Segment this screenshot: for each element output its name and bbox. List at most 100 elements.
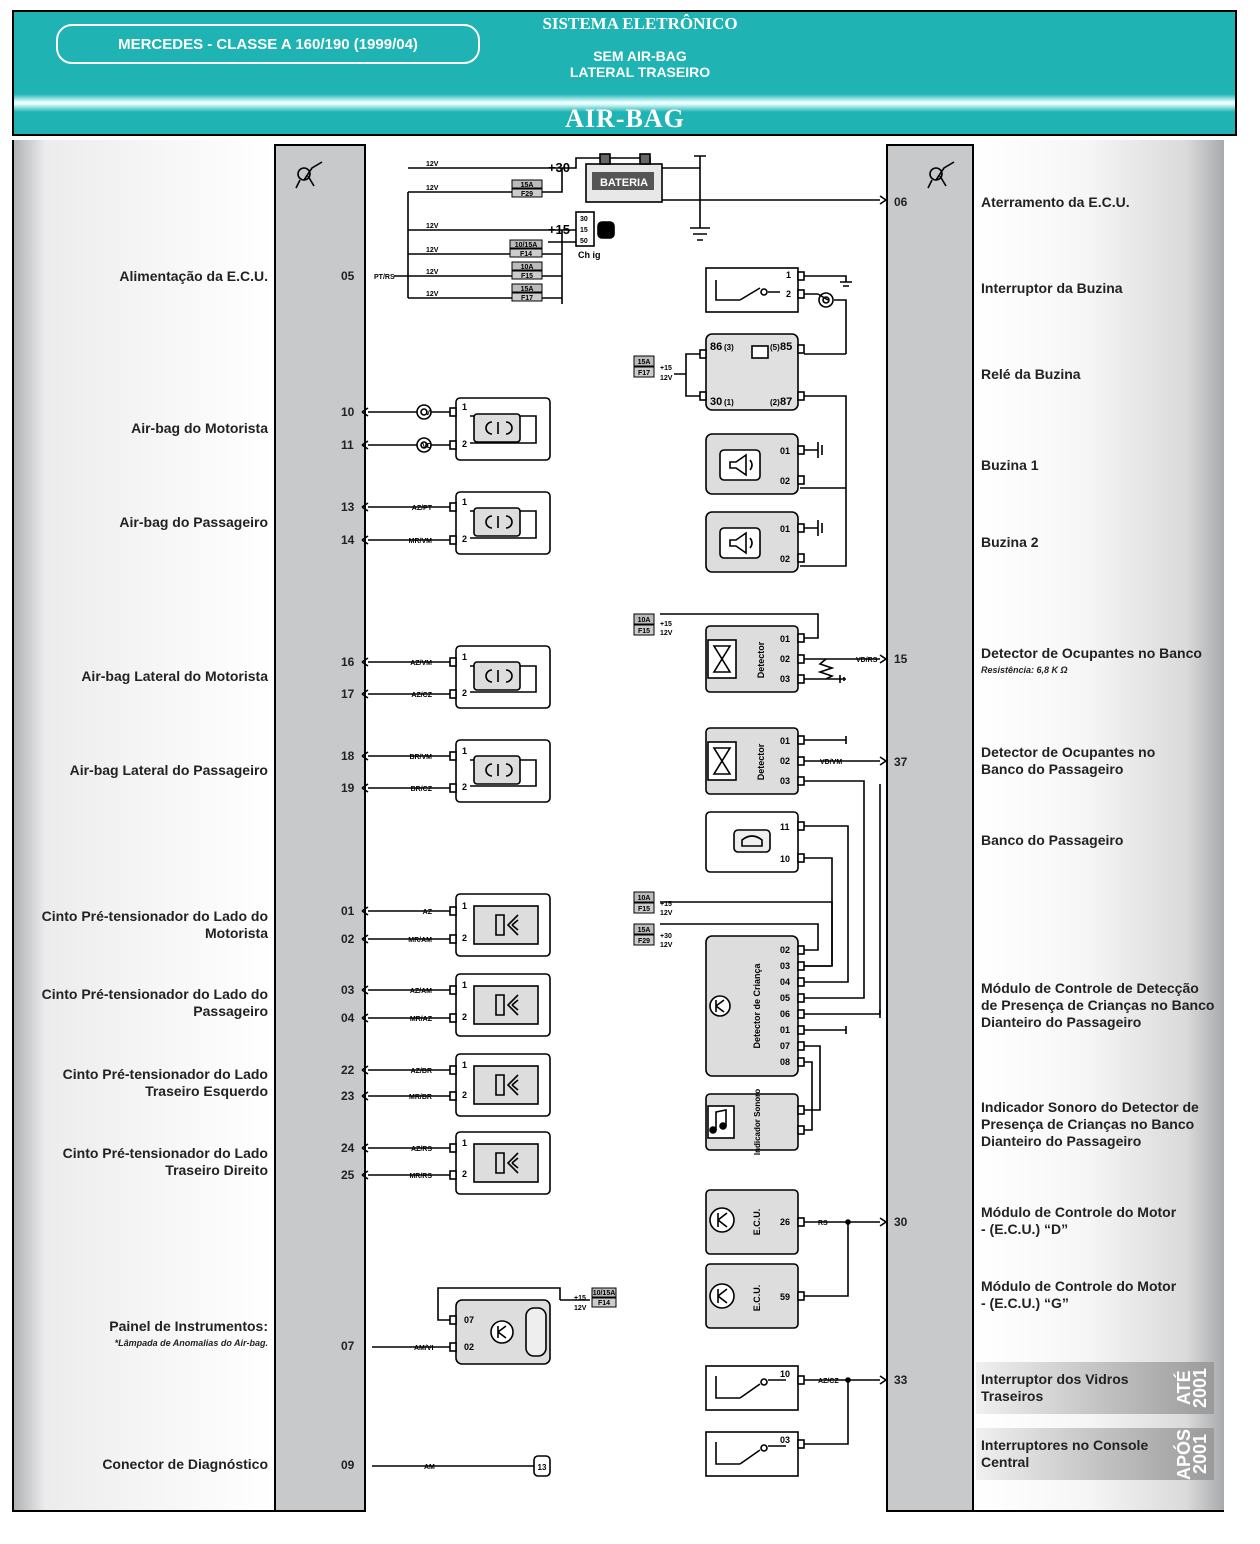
- svg-text:10: 10: [780, 1369, 790, 1379]
- airbag-icon: [473, 755, 521, 785]
- label-diagnostico: Conector de Diagnóstico: [102, 1456, 268, 1472]
- svg-text:VD/RS: VD/RS: [856, 657, 878, 664]
- svg-text:+15: +15: [660, 621, 672, 628]
- label-cinto-motorista: Cinto Pré-tensionador do Lado do Motoris…: [41, 908, 268, 941]
- svg-text:E.C.U.: E.C.U.: [752, 1285, 762, 1312]
- label-painel-title: Painel de Instrumentos:: [109, 1318, 268, 1334]
- wire-color: VI: [425, 410, 432, 417]
- ecu-pin: 23: [341, 1089, 355, 1103]
- pin-terminal: [449, 1013, 457, 1023]
- pin-terminal: [797, 1025, 805, 1035]
- ecu-connector-right: [886, 144, 974, 1512]
- svg-text:10A: 10A: [638, 617, 651, 624]
- airbag-icon: [473, 661, 521, 691]
- wire: [368, 411, 450, 446]
- pin-terminal: [449, 985, 457, 995]
- pin-terminal: [449, 783, 457, 793]
- connector-arrow: [361, 985, 369, 1023]
- pretensioner-icon: [473, 1143, 539, 1183]
- pretensioner-icon: [473, 985, 539, 1025]
- pin-terminal: [449, 689, 457, 699]
- horn: 01 02: [705, 433, 823, 495]
- svg-text:12V: 12V: [660, 630, 673, 637]
- label-cinto-traseiro-esq: Cinto Pré-tensionador do Lado Traseiro E…: [62, 1066, 268, 1099]
- svg-text:86: 86: [710, 341, 722, 353]
- ecu-pin: 22: [341, 1063, 355, 1077]
- ecu-pin: 11: [341, 438, 354, 452]
- pin-label: 02: [780, 945, 790, 955]
- plus15-text: +15: [548, 222, 570, 237]
- label-airbag-lateral-passageiro: Air-bag Lateral do Passageiro: [69, 762, 268, 778]
- pin-terminal: [797, 523, 805, 533]
- svg-text:Detector de Criança: Detector de Criança: [752, 962, 762, 1048]
- svg-text:VD/VM: VD/VM: [820, 759, 842, 766]
- pin-label: 06: [780, 1009, 790, 1019]
- wire-color: MR/RS: [409, 1173, 432, 1180]
- pin-label: 02: [780, 476, 790, 486]
- pin-label: 1: [462, 980, 467, 990]
- wire-color: AZ/BR: [411, 1068, 432, 1075]
- badge-ate-2001: Interruptor dos Vidros Traseiros ATÉ 200…: [976, 1362, 1214, 1414]
- airbag-person-icon: [295, 161, 955, 189]
- page-title: AIR-BAG: [565, 104, 685, 133]
- pin-terminal: [449, 751, 457, 761]
- svg-text:Indicador Sonoro: Indicador Sonoro: [753, 1089, 762, 1155]
- v12-label: 12V: [426, 269, 439, 276]
- ecu-pin: 04: [341, 1011, 355, 1025]
- header-bar: [12, 10, 1237, 136]
- label-airbag-passageiro: Air-bag do Passageiro: [119, 514, 268, 530]
- label-airbag-lateral-motorista: Air-bag Lateral do Motorista: [81, 668, 268, 684]
- ecu-pin: 15: [894, 652, 908, 666]
- v12-label: 12V: [426, 161, 439, 168]
- svg-text:Detector: Detector: [756, 743, 766, 780]
- ignition-label: Ch ig: [578, 250, 601, 260]
- wire-color: AZ/AM: [410, 988, 432, 995]
- svg-text:+15: +15: [660, 365, 672, 372]
- v12-label: 12V: [426, 291, 439, 298]
- pin-label: 1: [462, 652, 467, 662]
- instrument-panel: 07 02 10/15A F14 +15 12V AM/VI: [372, 1287, 617, 1365]
- ecu-pin: 37: [894, 755, 908, 769]
- pin-label: 2: [462, 1169, 467, 1179]
- label-buzina-2: Buzina 2: [981, 534, 1039, 550]
- svg-text:2: 2: [786, 289, 791, 299]
- battery-label: BATERIA: [600, 177, 648, 189]
- ground-icon: [804, 520, 823, 536]
- svg-text:01: 01: [780, 634, 790, 644]
- pin-label: 2: [462, 534, 467, 544]
- pin-label: 01: [780, 446, 790, 456]
- svg-text:10/15A: 10/15A: [593, 1290, 616, 1297]
- pin-terminal: [797, 445, 805, 455]
- pretensioner-icon: [495, 914, 519, 936]
- diagnostic-connector: 13 AM: [372, 1455, 551, 1477]
- pin-label: 04: [780, 977, 790, 987]
- pin-terminal: [797, 977, 805, 987]
- svg-text:+15: +15: [660, 901, 672, 908]
- label-buzina-1: Buzina 1: [981, 457, 1039, 473]
- horn-icon: [719, 527, 761, 559]
- model-title: MERCEDES - CLASSE A 160/190 (1999/04): [56, 24, 480, 64]
- wire: [368, 661, 450, 695]
- pin-terminal: [797, 1041, 805, 1051]
- pin-terminal: [797, 961, 805, 971]
- passenger-seat-switch: 11 10: [705, 811, 849, 983]
- svg-text:AM: AM: [424, 1464, 435, 1471]
- window-switch-ate-2001: 10 AZ/CZ: [705, 1365, 880, 1445]
- svg-text:AM/VI: AM/VI: [414, 1345, 434, 1352]
- ignition-pin: 50: [580, 238, 588, 245]
- connector-arrow: [361, 502, 369, 545]
- svg-text:F17: F17: [521, 295, 533, 302]
- wire: [368, 989, 450, 1019]
- pin-label: 05: [780, 993, 790, 1003]
- pin-terminal: [797, 475, 805, 485]
- pin-terminal: [797, 1009, 805, 1019]
- ecu-pin: 03: [341, 983, 355, 997]
- label-banco-passageiro: Banco do Passageiro: [981, 832, 1124, 848]
- pin-terminal: [449, 934, 457, 944]
